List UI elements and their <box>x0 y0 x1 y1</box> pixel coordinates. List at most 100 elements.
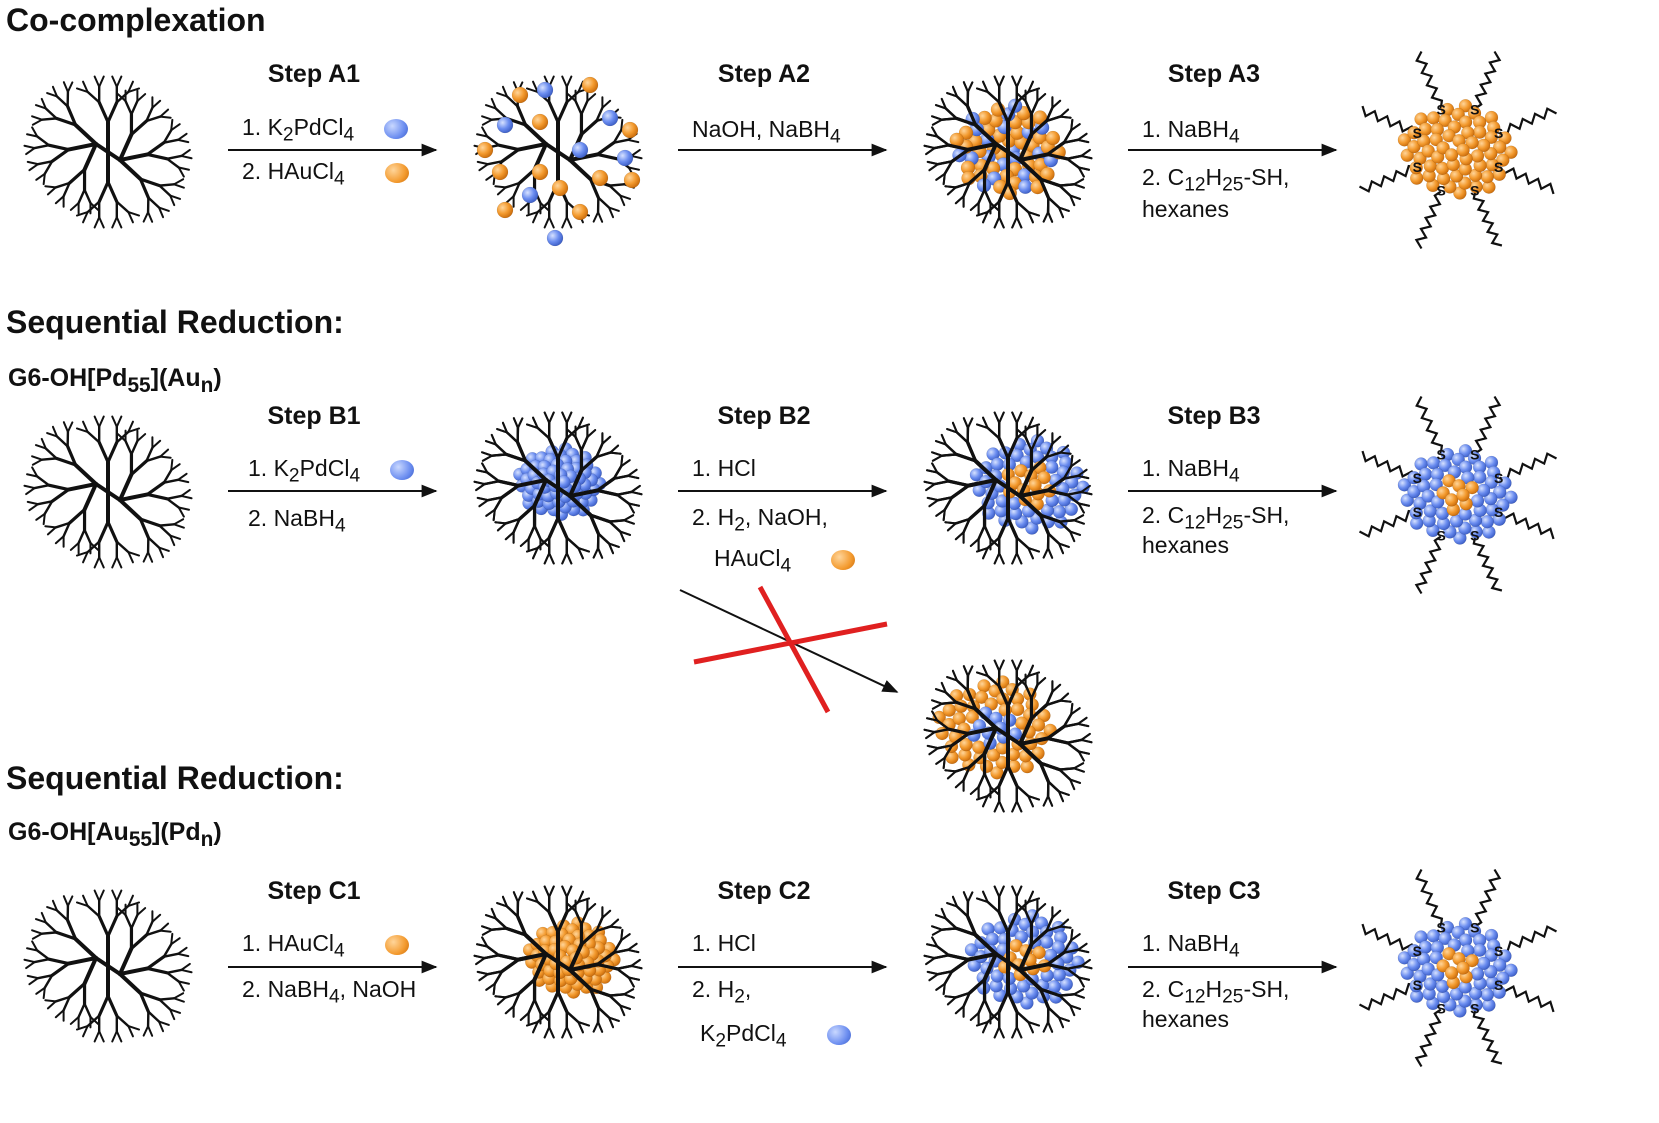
dendrimer-branch <box>40 457 58 461</box>
dendrimer-branch <box>931 451 943 457</box>
dendrimer-branch <box>947 727 971 736</box>
dendrimer-branch <box>159 448 170 458</box>
dendrimer-branch <box>532 80 539 93</box>
dendrimer-branch <box>1027 664 1034 677</box>
palladium-ion <box>496 116 514 134</box>
dendrimer-branch <box>935 756 946 765</box>
dendrimer-branch <box>1045 725 1066 741</box>
dendrimer-branch <box>66 956 98 966</box>
dendrimer-branch <box>588 177 600 200</box>
shell-atom <box>1465 135 1479 150</box>
dendrimer-branch <box>954 700 978 711</box>
step-c3-reagent-3: hexanes <box>1142 1006 1229 1032</box>
dendrimer-branch <box>28 977 39 986</box>
dendrimer-branch <box>977 188 986 205</box>
dendrimer-branch <box>619 530 632 536</box>
dendrimer-branch <box>519 1011 530 1021</box>
dendrimer-branch <box>1027 423 1041 429</box>
dendrimer-branch <box>130 99 139 116</box>
dendrimer-branch <box>998 75 1005 88</box>
dendrimer-branch <box>170 932 174 946</box>
dendrimer-branch <box>485 982 496 991</box>
dendrimer-branch <box>127 1025 141 1031</box>
dendrimer-branch <box>547 100 560 124</box>
dendrimer-branch <box>928 747 939 756</box>
dendrimer-branch <box>966 665 974 677</box>
dendrimer-branch <box>933 143 951 150</box>
disallowed-pathway <box>693 585 888 714</box>
dendrimer-branch <box>111 415 118 428</box>
dendrimer-b2-overlay <box>923 411 1093 565</box>
dendrimer-branch <box>162 469 173 484</box>
dendrimer-branch <box>944 769 957 773</box>
shell-atom <box>1407 957 1421 972</box>
dendrimer-branch <box>536 536 551 550</box>
dendrimer-branch <box>986 426 1001 440</box>
dendrimer-branch <box>35 986 46 995</box>
dendrimer-branch <box>1038 761 1062 772</box>
dendrimer-branch <box>1065 157 1080 169</box>
dendrimer-branch <box>565 426 580 440</box>
dendrimer-branch <box>1029 929 1049 947</box>
dendrimer-branch <box>54 116 78 127</box>
gold-ion <box>551 179 569 197</box>
dendrimer-branch <box>935 172 946 181</box>
dendrimer-branch <box>565 216 573 229</box>
dendrimer-branch <box>983 998 992 1015</box>
dendrimer-branch <box>1073 993 1085 999</box>
dendrimer-branch <box>548 885 555 898</box>
dendrimer-branch <box>476 133 489 138</box>
dendrimer-branch <box>579 119 599 137</box>
dendrimer-branch <box>170 463 181 472</box>
dendrimer-branch <box>93 216 101 229</box>
dendrimer-branch <box>1038 177 1062 188</box>
dendrimer-branch <box>975 211 989 217</box>
shell-atom <box>974 690 989 704</box>
palladium-ball-icon <box>826 1024 851 1045</box>
dendrimer-branch <box>62 181 71 198</box>
dendrimer-branch <box>1015 536 1030 550</box>
dendrimer-branch <box>516 952 548 962</box>
dendrimer-branch <box>1077 166 1090 171</box>
dendrimer-branch <box>1080 738 1093 744</box>
dendrimer-branch <box>77 1002 86 1019</box>
dendrimer-branch <box>623 988 635 996</box>
dendrimer-branch <box>77 188 86 205</box>
dendrimer-branch <box>1051 99 1062 109</box>
dendrimer-branch <box>1047 532 1061 545</box>
dendrimer-branch <box>26 974 39 980</box>
dendrimer-branch <box>931 936 939 948</box>
dendrimer-branch <box>966 417 974 429</box>
dendrimer-branch <box>31 458 43 466</box>
dendrimer-branch <box>115 75 123 88</box>
dendrimer-branch <box>997 764 1010 788</box>
dendrimer-branch <box>1073 183 1085 189</box>
dendrimer-branch <box>115 430 130 444</box>
dendrimer-branch <box>983 524 992 541</box>
dendrimer-branch <box>561 216 568 229</box>
gold-ion <box>491 163 509 181</box>
dendrimer-branch <box>568 488 600 498</box>
dendrimer-branch <box>615 964 633 971</box>
dendrimer-branch <box>1077 722 1090 728</box>
dendrimer-branch <box>967 977 987 995</box>
dendrimer-branch <box>565 1026 573 1039</box>
dendrimer-branch <box>565 411 573 424</box>
dendrimer-branch <box>986 900 1001 914</box>
dendrimer-branch <box>532 211 539 224</box>
shell-atom <box>1458 99 1473 113</box>
dendrimer-branch <box>925 731 936 740</box>
dendrimer-branch <box>627 502 640 507</box>
dendrimer-branch <box>609 918 620 928</box>
dendrimer-branch <box>620 933 631 942</box>
dendrimer-branch <box>561 75 568 88</box>
dendrimer-branch <box>1036 93 1047 103</box>
dendrimer-branch <box>926 160 939 166</box>
dendrimer-branch <box>93 1030 101 1043</box>
dendrimer-branch <box>169 534 176 547</box>
dendrimer-branch <box>1047 1021 1054 1033</box>
dendrimer-branch <box>145 152 169 161</box>
gold-ion <box>531 163 549 181</box>
dendrimer-branch <box>595 488 619 497</box>
dendrimer-branch <box>1077 716 1088 725</box>
